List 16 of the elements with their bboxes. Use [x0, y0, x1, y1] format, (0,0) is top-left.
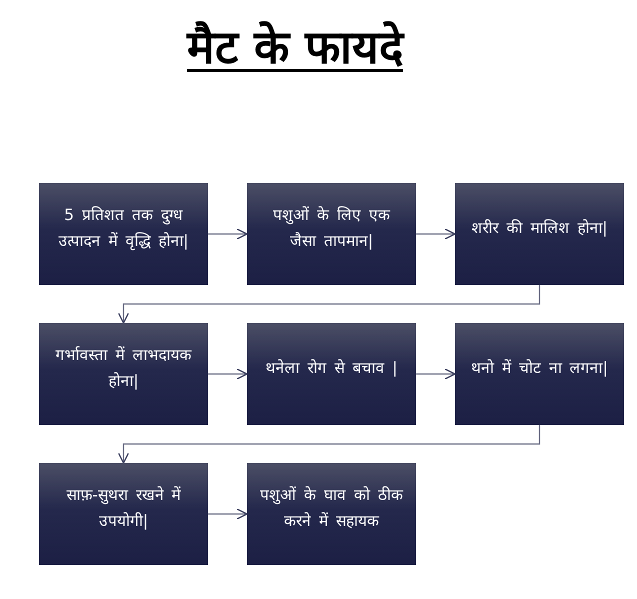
process-box: पशुओं के लिए एक जैसा तापमान|	[247, 183, 416, 285]
process-box: साफ़-सुथरा रखने में उपयोगी|	[39, 463, 208, 565]
arrow	[118, 285, 540, 324]
arrow	[118, 425, 540, 464]
arrow	[208, 508, 248, 520]
process-box: थनेला रोग से बचाव |	[247, 323, 416, 425]
arrow	[416, 368, 456, 380]
process-box: 5 प्रतिशत तक दुग्ध उत्पादन में वृद्धि होना|	[39, 183, 208, 285]
arrow	[416, 228, 456, 240]
process-box: गर्भावस्ता में लाभदायक होना|	[39, 323, 208, 425]
process-box: पशुओं के घाव को ठीक करने में सहायक	[247, 463, 416, 565]
arrow	[208, 368, 248, 380]
title: मैट के फायदे	[186, 20, 404, 74]
process-box: थनो में चोट ना लगना|	[455, 323, 624, 425]
process-box: शरीर की मालिश होना|	[455, 183, 624, 285]
arrow	[208, 228, 248, 240]
